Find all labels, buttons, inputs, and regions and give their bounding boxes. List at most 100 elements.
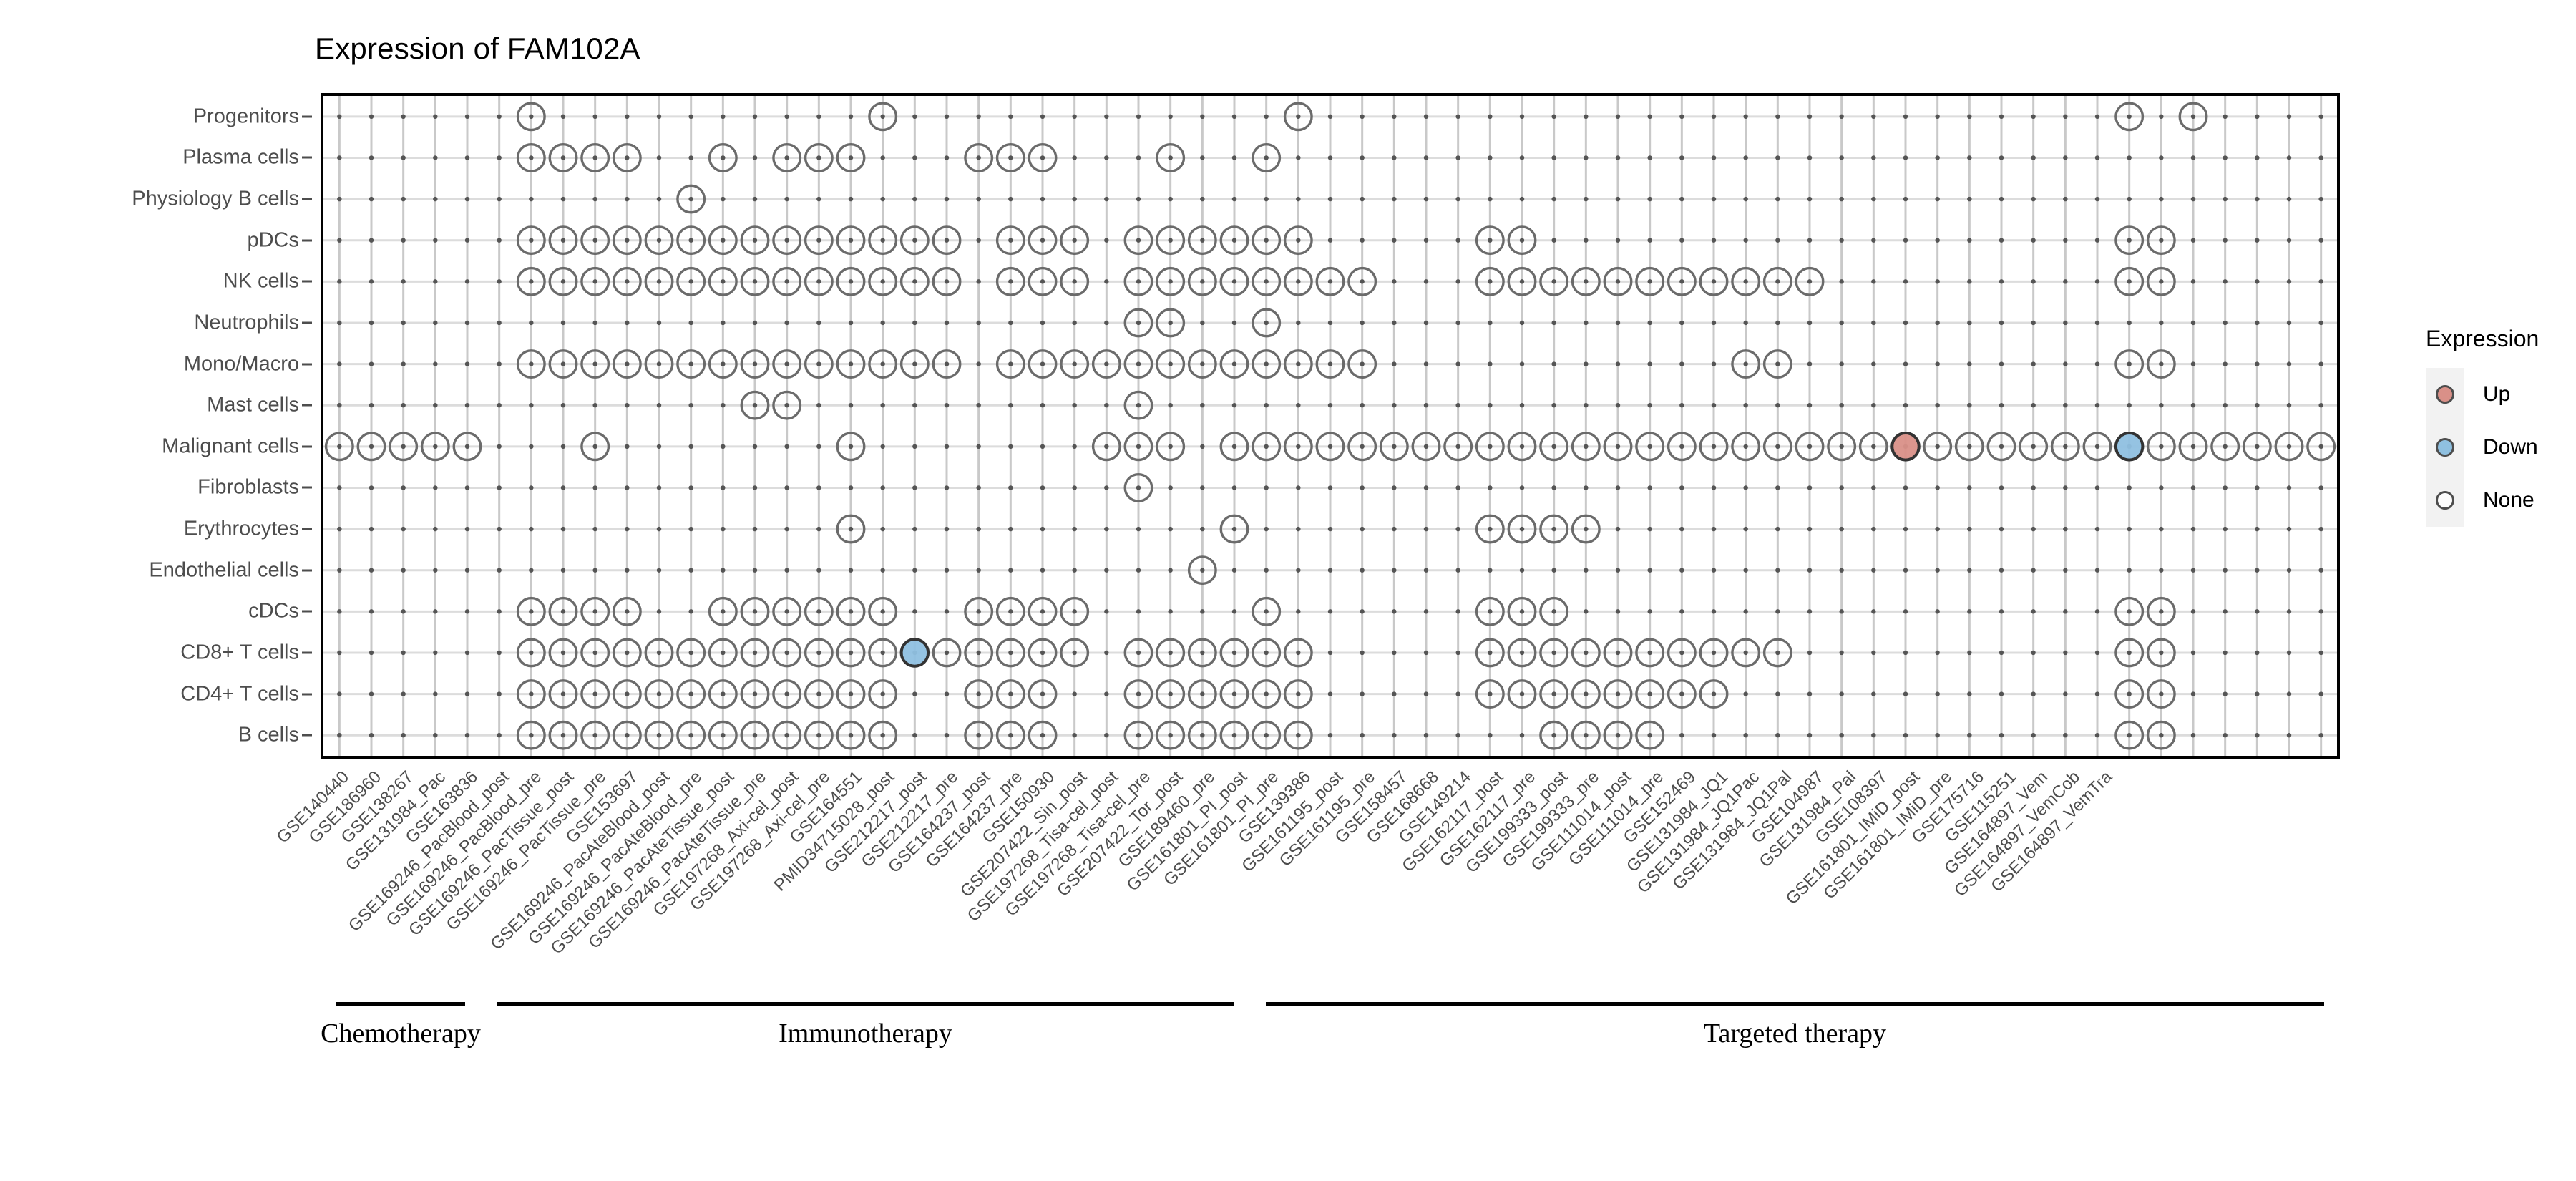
expression-dot[interactable] — [1731, 266, 1761, 296]
expression-dot[interactable] — [1667, 679, 1697, 709]
expression-dot[interactable] — [772, 266, 802, 296]
expression-dot[interactable] — [2146, 225, 2176, 256]
expression-dot[interactable] — [1571, 266, 1601, 296]
expression-dot[interactable] — [995, 266, 1025, 296]
expression-dot[interactable] — [804, 679, 834, 709]
expression-dot[interactable] — [1252, 638, 1282, 668]
legend-item[interactable]: None — [2426, 474, 2576, 527]
expression-dot[interactable] — [1699, 679, 1729, 709]
expression-dot[interactable] — [868, 266, 898, 296]
expression-dot[interactable] — [1827, 432, 1857, 462]
expression-dot[interactable] — [2114, 266, 2145, 296]
expression-dot[interactable] — [1123, 720, 1153, 750]
expression-dot[interactable] — [1123, 638, 1153, 668]
expression-dot[interactable] — [1219, 432, 1249, 462]
expression-dot[interactable] — [1028, 638, 1058, 668]
expression-dot[interactable] — [1156, 679, 1186, 709]
expression-dot[interactable] — [676, 638, 706, 668]
expression-dot[interactable] — [2114, 679, 2145, 709]
expression-dot[interactable] — [1283, 102, 1313, 132]
expression-dot[interactable] — [836, 349, 866, 379]
expression-dot[interactable] — [1539, 679, 1569, 709]
expression-dot[interactable] — [2146, 432, 2176, 462]
expression-dot[interactable] — [548, 349, 578, 379]
expression-dot[interactable] — [1347, 432, 1377, 462]
expression-dot[interactable] — [1252, 225, 1282, 256]
expression-dot[interactable] — [580, 142, 610, 172]
expression-dot[interactable] — [644, 225, 674, 256]
expression-dot[interactable] — [580, 638, 610, 668]
legend-item[interactable]: Down — [2426, 421, 2576, 474]
expression-dot[interactable] — [772, 390, 802, 420]
expression-dot[interactable] — [1699, 638, 1729, 668]
expression-dot[interactable] — [2146, 720, 2176, 750]
expression-dot[interactable] — [868, 720, 898, 750]
expression-dot[interactable] — [772, 349, 802, 379]
expression-dot[interactable] — [516, 679, 546, 709]
expression-dot[interactable] — [740, 596, 770, 626]
expression-dot[interactable] — [548, 720, 578, 750]
expression-dot[interactable] — [1475, 432, 1505, 462]
expression-dot[interactable] — [836, 266, 866, 296]
expression-dot[interactable] — [1603, 432, 1633, 462]
expression-dot[interactable] — [932, 638, 962, 668]
expression-dot[interactable] — [740, 638, 770, 668]
expression-dot[interactable] — [548, 225, 578, 256]
expression-dot[interactable] — [708, 349, 738, 379]
expression-dot[interactable] — [1699, 432, 1729, 462]
expression-dot[interactable] — [836, 638, 866, 668]
expression-dot[interactable] — [868, 596, 898, 626]
expression-dot[interactable] — [516, 596, 546, 626]
expression-dot[interactable] — [1539, 596, 1569, 626]
expression-dot[interactable] — [1923, 432, 1953, 462]
expression-dot[interactable] — [516, 349, 546, 379]
expression-dot[interactable] — [2178, 102, 2208, 132]
expression-dot[interactable] — [1060, 349, 1090, 379]
expression-dot[interactable] — [2082, 432, 2112, 462]
expression-dot[interactable] — [1571, 432, 1601, 462]
expression-dot[interactable] — [644, 266, 674, 296]
expression-dot[interactable] — [516, 638, 546, 668]
expression-dot[interactable] — [1060, 266, 1090, 296]
expression-dot[interactable] — [580, 679, 610, 709]
expression-dot[interactable] — [708, 142, 738, 172]
expression-dot[interactable] — [1187, 266, 1217, 296]
expression-dot[interactable] — [612, 225, 642, 256]
expression-dot[interactable] — [2146, 638, 2176, 668]
expression-dot[interactable] — [644, 349, 674, 379]
expression-dot[interactable] — [1507, 225, 1537, 256]
expression-dot[interactable] — [580, 225, 610, 256]
expression-dot[interactable] — [1539, 432, 1569, 462]
expression-dot[interactable] — [644, 679, 674, 709]
expression-dot[interactable] — [836, 679, 866, 709]
expression-dot[interactable] — [995, 638, 1025, 668]
expression-dot[interactable] — [1091, 349, 1121, 379]
expression-dot[interactable] — [516, 720, 546, 750]
expression-dot[interactable] — [1507, 638, 1537, 668]
expression-dot[interactable] — [1507, 596, 1537, 626]
expression-dot[interactable] — [1219, 720, 1249, 750]
expression-dot[interactable] — [1475, 514, 1505, 544]
expression-dot[interactable] — [1187, 720, 1217, 750]
expression-dot[interactable] — [1667, 638, 1697, 668]
expression-dot[interactable] — [676, 679, 706, 709]
expression-dot[interactable] — [1123, 390, 1153, 420]
expression-dot[interactable] — [1123, 432, 1153, 462]
expression-dot[interactable] — [1252, 266, 1282, 296]
expression-dot[interactable] — [356, 432, 386, 462]
expression-dot[interactable] — [708, 638, 738, 668]
expression-dot[interactable] — [1571, 720, 1601, 750]
expression-dot[interactable] — [1507, 514, 1537, 544]
expression-dot[interactable] — [1571, 638, 1601, 668]
expression-dot[interactable] — [1347, 349, 1377, 379]
expression-dot[interactable] — [1219, 225, 1249, 256]
expression-dot[interactable] — [2114, 596, 2145, 626]
expression-dot[interactable] — [740, 225, 770, 256]
expression-dot[interactable] — [1187, 638, 1217, 668]
expression-dot[interactable] — [1091, 432, 1121, 462]
expression-dot[interactable] — [932, 225, 962, 256]
expression-dot[interactable] — [1123, 679, 1153, 709]
expression-dot[interactable] — [995, 596, 1025, 626]
expression-dot[interactable] — [708, 720, 738, 750]
expression-dot[interactable] — [1219, 266, 1249, 296]
